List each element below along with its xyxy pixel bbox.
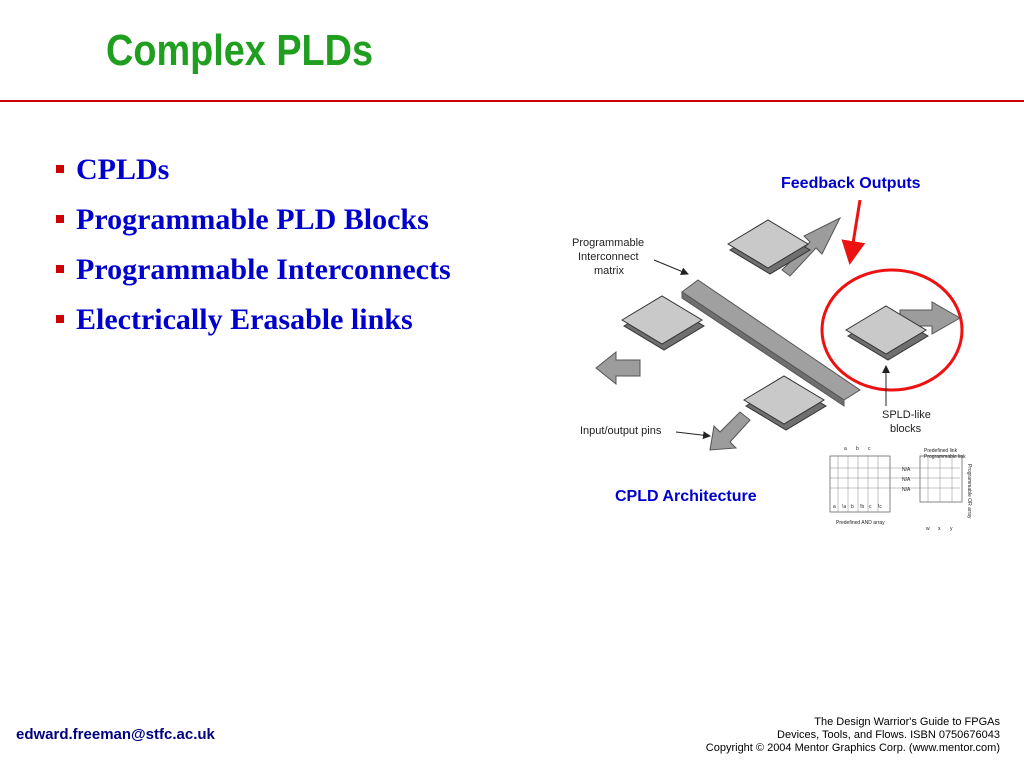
row-label: N/A	[902, 487, 911, 493]
slide-title: Complex PLDs	[106, 26, 374, 75]
spld-block-top	[727, 219, 811, 275]
bullet-item: CPLDs	[56, 150, 451, 200]
credit-line: The Design Warrior's Guide to FPGAs	[814, 716, 1000, 728]
row-label: N/A	[902, 467, 911, 473]
bullet-square-icon	[56, 265, 64, 274]
output-label: y	[950, 526, 953, 532]
or-array-label: Programmable OR array	[966, 464, 972, 519]
credit-line: Copyright © 2004 Mentor Graphics Corp. (…	[705, 742, 1000, 754]
bullet-square-icon	[56, 315, 64, 324]
footer-email: edward.freeman@stfc.ac.uk	[16, 726, 215, 743]
input-label: b	[856, 446, 859, 452]
io-arrow-left	[595, 350, 641, 386]
bullet-item: Programmable PLD Blocks	[56, 200, 451, 250]
feedback-outputs-label: Feedback Outputs	[781, 175, 921, 192]
footer-credits: The Design Warrior's Guide to FPGAs Devi…	[706, 716, 1000, 755]
output-label: x	[938, 526, 941, 532]
io-pins-label: Input/output pins	[580, 425, 662, 437]
cpld-architecture-diagram: Programmable Interconnect matrix Input/o…	[572, 200, 972, 532]
feedback-highlight-ring	[820, 268, 964, 392]
io-arrows	[595, 216, 962, 451]
splds-label: SPLD-like blocks	[882, 409, 934, 435]
spld-schematic-inset: Predefined link Programmable link a b c …	[829, 446, 972, 532]
and-col-label: !c	[878, 504, 882, 510]
credit-line: Devices, Tools, and Flows. ISBN 07506760…	[777, 729, 1000, 741]
bullet-text: Programmable PLD Blocks	[76, 203, 429, 236]
row-label: N/A	[902, 477, 911, 483]
io-arrow-top	[781, 216, 842, 277]
spld-block-right	[845, 305, 929, 361]
and-col-label: c	[869, 504, 872, 510]
io-arrow-bottom	[709, 411, 751, 451]
pim-label: Programmable Interconnect matrix	[572, 237, 647, 277]
bullet-list: CPLDs Programmable PLD Blocks Programmab…	[56, 150, 451, 350]
input-label: a	[844, 446, 847, 452]
bullet-text: Programmable Interconnects	[76, 253, 451, 286]
bullet-item: Programmable Interconnects	[56, 250, 451, 300]
legend-predefined-link: Predefined link	[924, 448, 958, 454]
and-array-label: Predefined AND array	[836, 520, 885, 526]
and-col-label: a	[833, 504, 836, 510]
input-label: c	[868, 446, 871, 452]
bullet-square-icon	[56, 165, 64, 174]
and-col-label: !a	[842, 504, 846, 510]
output-label: w	[926, 526, 930, 532]
legend-programmable-link: Programmable link	[924, 454, 966, 460]
title-divider	[0, 100, 1024, 102]
bullet-square-icon	[56, 215, 64, 224]
feedback-pointer-arrow	[841, 200, 866, 265]
and-col-label: !b	[860, 504, 864, 510]
bullet-text: CPLDs	[76, 153, 170, 186]
spld-block-bottom	[743, 375, 827, 431]
bullet-text: Electrically Erasable links	[76, 303, 413, 336]
cpld-architecture-caption: CPLD Architecture	[615, 488, 757, 505]
spld-block-left	[621, 295, 705, 351]
and-col-label: b	[851, 504, 854, 510]
bullet-item: Electrically Erasable links	[56, 300, 451, 350]
